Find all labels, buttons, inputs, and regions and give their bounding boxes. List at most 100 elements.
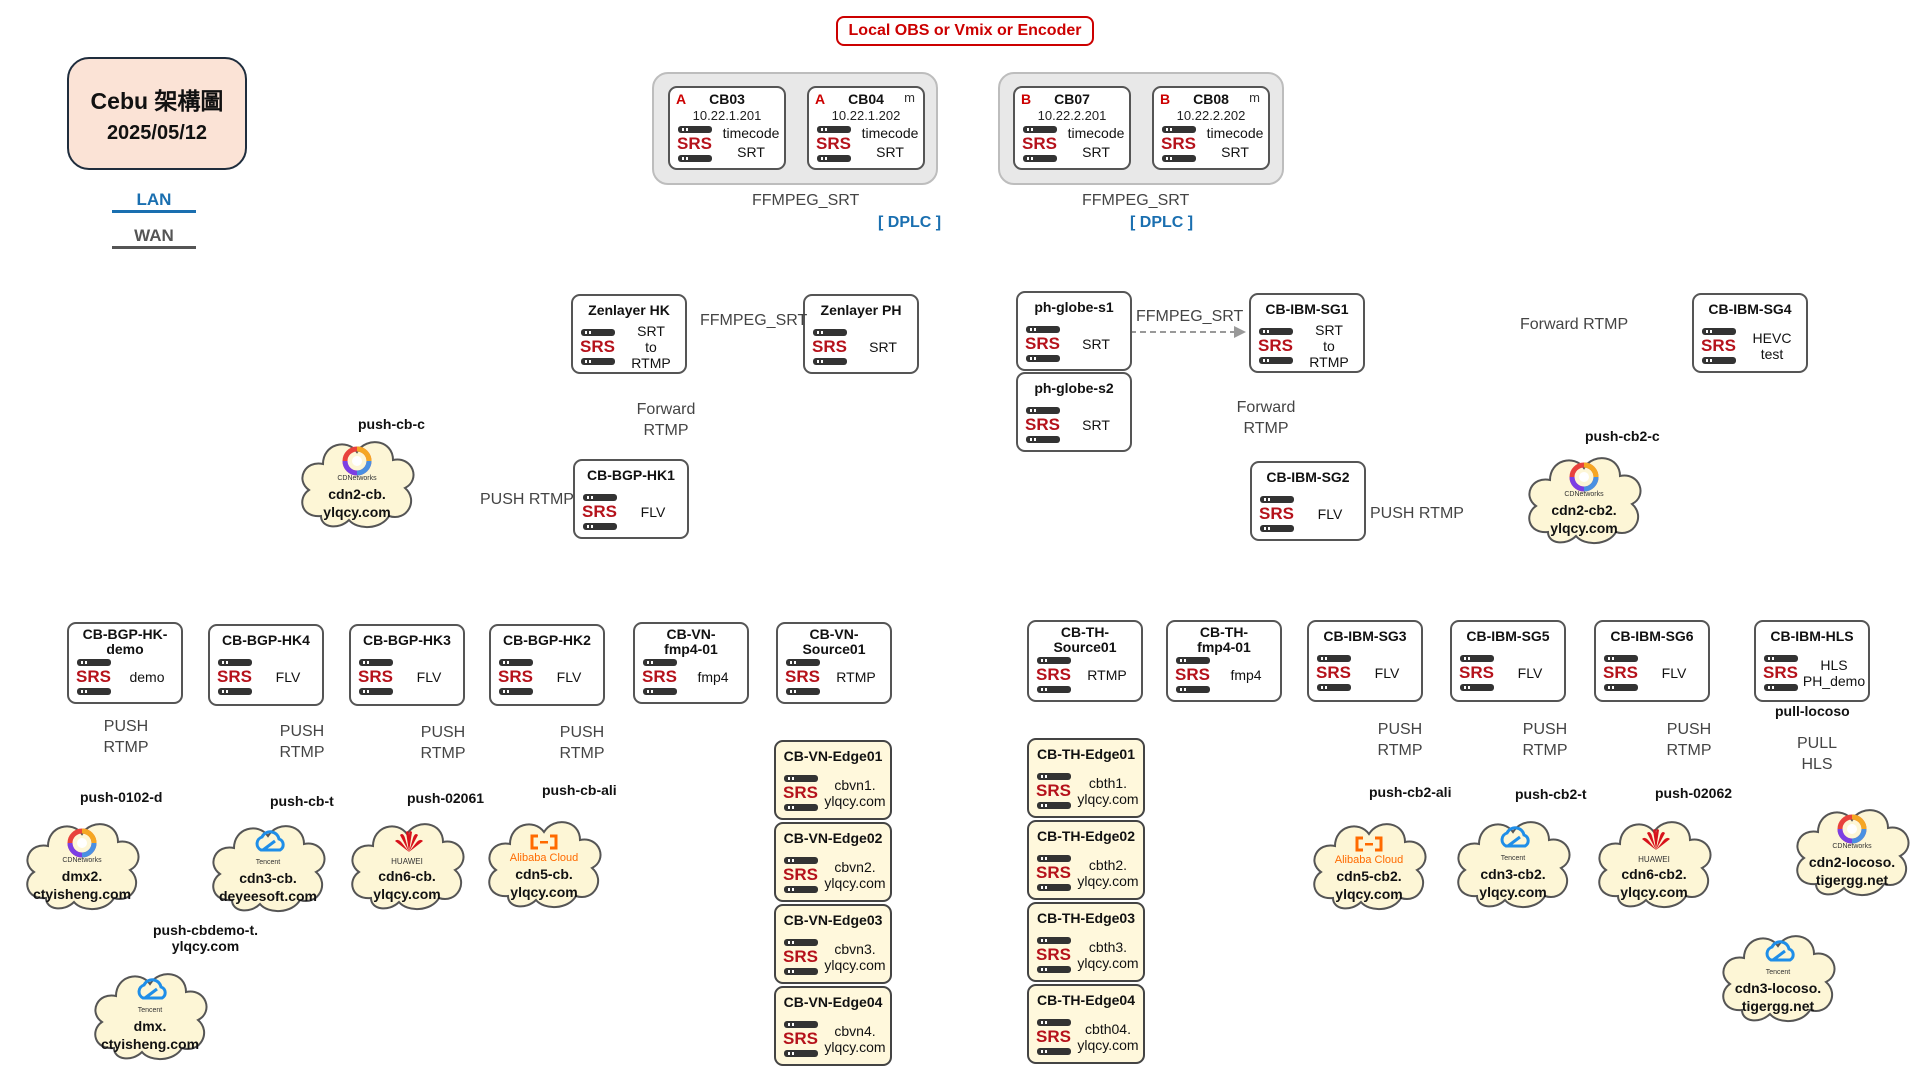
node-title: Zenlayer HK [588, 302, 670, 318]
server-bar [581, 329, 615, 336]
encoder-mode: timecode [1206, 125, 1264, 141]
srs-server-icon: SRS [1175, 657, 1210, 693]
cdnetworks-logo [67, 828, 97, 863]
server-bar [218, 688, 252, 695]
server-bar [813, 329, 847, 336]
node-role-text: fmp4 [1230, 667, 1262, 683]
srs-server-icon: SRS [783, 939, 818, 975]
server-bar [1317, 655, 1351, 662]
node-title: CB-IBM-SG1 [1265, 301, 1349, 317]
srs-label: SRS [1036, 863, 1071, 882]
encoder-name: CB03 [709, 91, 745, 107]
server-bar [1460, 655, 1494, 662]
push-stream-name: push-02062 [1655, 785, 1733, 801]
encoder-name: CB04 [848, 91, 884, 107]
encoder-mode: timecode [861, 125, 919, 141]
srs-server-icon: SRS [785, 659, 820, 695]
srs-label: SRS [1025, 415, 1060, 434]
encoder-protocol: SRT [876, 144, 904, 160]
cdn-domain: cdn2-locoso.tigergg.net [1808, 854, 1896, 888]
encoder-site-letter: A [815, 91, 826, 107]
server-bar [1026, 326, 1060, 333]
node-role-text: cbth3.ylqcy.com [1077, 939, 1139, 971]
srs-server-icon: SRS [1025, 407, 1060, 443]
push-stream-name: push-0102-d [80, 789, 163, 805]
srs-server-icon: SRS [816, 126, 851, 162]
tencent-cloud-logo [1763, 940, 1797, 969]
server-bar [1162, 155, 1196, 162]
server-bar [1176, 657, 1210, 664]
pull-locoso-label: pull-locoso [1775, 703, 1850, 719]
server-bar [77, 688, 111, 695]
cdn-provider-name: Tencent [1500, 855, 1526, 862]
server-bar [786, 688, 820, 695]
srs-server-icon: SRS [1258, 328, 1293, 364]
node-role-text: FLV [1317, 506, 1343, 522]
srs-server-icon: SRS [498, 659, 533, 695]
encoder-site-letter: A [676, 91, 687, 107]
server-bar [1260, 496, 1294, 503]
server-bar [678, 155, 712, 162]
cdn-domain: dmx.ctyisheng.com [100, 1018, 200, 1052]
server-bar [1023, 155, 1057, 162]
srs-server-icon: SRS [1036, 657, 1071, 693]
edge-label-ffmpeg-srt-hk: FFMPEG_SRT [700, 312, 808, 329]
node-role-text: SRT [869, 339, 897, 355]
encoder-mode: timecode [1067, 125, 1125, 141]
cdn-domain: cdn2-cb.ylqcy.com [323, 486, 391, 520]
node-role-text: FLV [275, 669, 301, 685]
srs-server-icon: SRS [677, 126, 712, 162]
node-role-text: cbth1.ylqcy.com [1077, 775, 1139, 807]
server-bar [218, 659, 252, 666]
cdn-domain: cdn5-cb.ylqcy.com [510, 866, 578, 900]
server-bar [1037, 802, 1071, 809]
